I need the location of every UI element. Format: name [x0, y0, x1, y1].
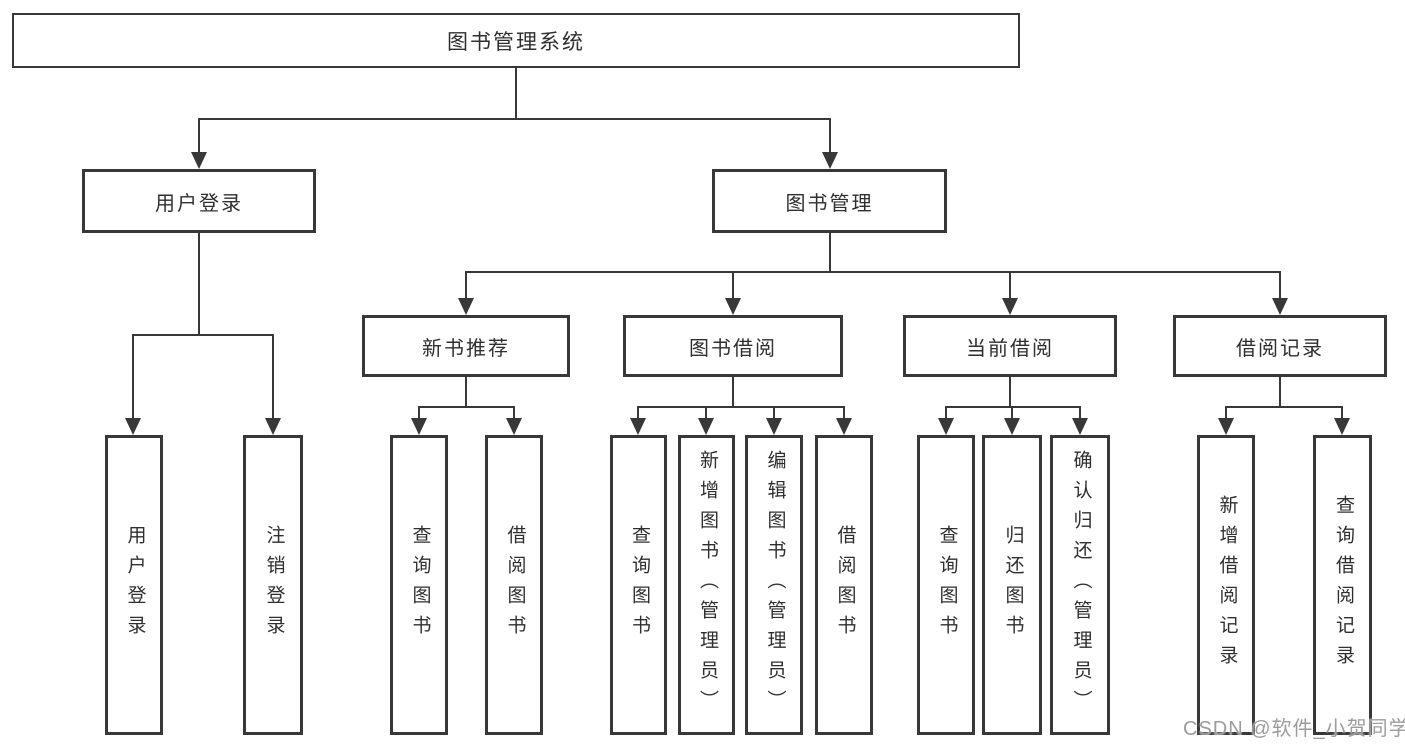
arrowhead-down — [506, 418, 522, 435]
leaf-borrow-books-borrowing: 借阅图书 — [815, 435, 873, 735]
connector-line-v — [1279, 377, 1281, 407]
connector-line-v — [1011, 406, 1013, 420]
node-book-borrowing: 图书借阅 — [623, 315, 843, 377]
node-borrowing-records: 借阅记录 — [1173, 315, 1387, 377]
connector-line-h — [465, 271, 1281, 273]
leaf-query-books-current: 查询图书 — [917, 435, 975, 735]
connector-line-v — [637, 406, 639, 420]
leaf-edit-books-admin: 编辑图书（管理员） — [745, 435, 803, 735]
leaf-return-books: 归还图书 — [982, 435, 1042, 735]
node-user-login-group: 用户登录 — [82, 169, 316, 233]
arrowhead-down — [411, 418, 427, 435]
connector-line-v — [513, 406, 515, 420]
arrowhead-down — [191, 152, 207, 169]
node-book-management-group: 图书管理 — [712, 169, 947, 233]
arrowhead-down — [1072, 418, 1088, 435]
connector-line-v — [732, 377, 734, 407]
connector-line-h — [418, 406, 515, 408]
connector-line-v — [773, 406, 775, 420]
connector-line-v — [829, 233, 831, 273]
leaf-confirm-return-admin: 确认归还（管理员） — [1050, 435, 1110, 735]
arrowhead-down — [1004, 418, 1020, 435]
arrowhead-down — [725, 298, 741, 315]
connector-line-v — [1279, 271, 1281, 300]
arrowhead-down — [265, 418, 281, 435]
connector-line-v — [1009, 377, 1011, 407]
connector-line-v — [132, 334, 134, 420]
arrowhead-down — [125, 418, 141, 435]
node-library-management-system: 图书管理系统 — [12, 13, 1020, 68]
connector-line-v — [465, 271, 467, 300]
arrowhead-down — [938, 418, 954, 435]
connector-line-v — [1341, 406, 1343, 420]
leaf-user-login: 用户登录 — [105, 435, 163, 735]
connector-line-h — [132, 334, 273, 336]
connector-line-h — [1225, 406, 1343, 408]
arrowhead-down — [1272, 298, 1288, 315]
connector-line-h — [198, 118, 831, 120]
connector-line-v — [829, 118, 831, 154]
connector-line-v — [945, 406, 947, 420]
leaf-logout-login: 注销登录 — [243, 435, 303, 735]
node-new-book-recommend: 新书推荐 — [362, 315, 570, 377]
connector-line-v — [418, 406, 420, 420]
arrowhead-down — [822, 152, 838, 169]
connector-line-v — [465, 377, 467, 407]
arrowhead-down — [1334, 418, 1350, 435]
connector-line-v — [515, 68, 517, 119]
arrowhead-down — [836, 418, 852, 435]
arrowhead-down — [630, 418, 646, 435]
connector-line-h — [945, 406, 1081, 408]
leaf-add-books-admin: 新增图书（管理员） — [678, 435, 735, 735]
arrowhead-down — [458, 298, 474, 315]
arrowhead-down — [766, 418, 782, 435]
leaf-query-borrow-record: 查询借阅记录 — [1313, 435, 1372, 735]
arrowhead-down — [698, 418, 714, 435]
connector-line-v — [198, 118, 200, 154]
leaf-query-books-borrowing: 查询图书 — [610, 435, 667, 735]
connector-line-v — [1079, 406, 1081, 420]
connector-line-v — [843, 406, 845, 420]
leaf-borrow-books-recommend: 借阅图书 — [485, 435, 543, 735]
connector-line-v — [1225, 406, 1227, 420]
arrowhead-down — [1218, 418, 1234, 435]
connector-line-v — [732, 271, 734, 300]
connector-line-h — [637, 406, 845, 408]
connector-line-v — [272, 334, 274, 420]
arrowhead-down — [1002, 298, 1018, 315]
connector-line-v — [198, 233, 200, 336]
leaf-query-books-recommend: 查询图书 — [390, 435, 448, 735]
node-current-borrowing: 当前借阅 — [903, 315, 1117, 377]
leaf-add-borrow-record: 新增借阅记录 — [1197, 435, 1255, 735]
connector-line-v — [1009, 271, 1011, 300]
csdn-watermark: CSDN @软件_小贺同学 — [1183, 718, 1405, 740]
connector-line-v — [705, 406, 707, 420]
